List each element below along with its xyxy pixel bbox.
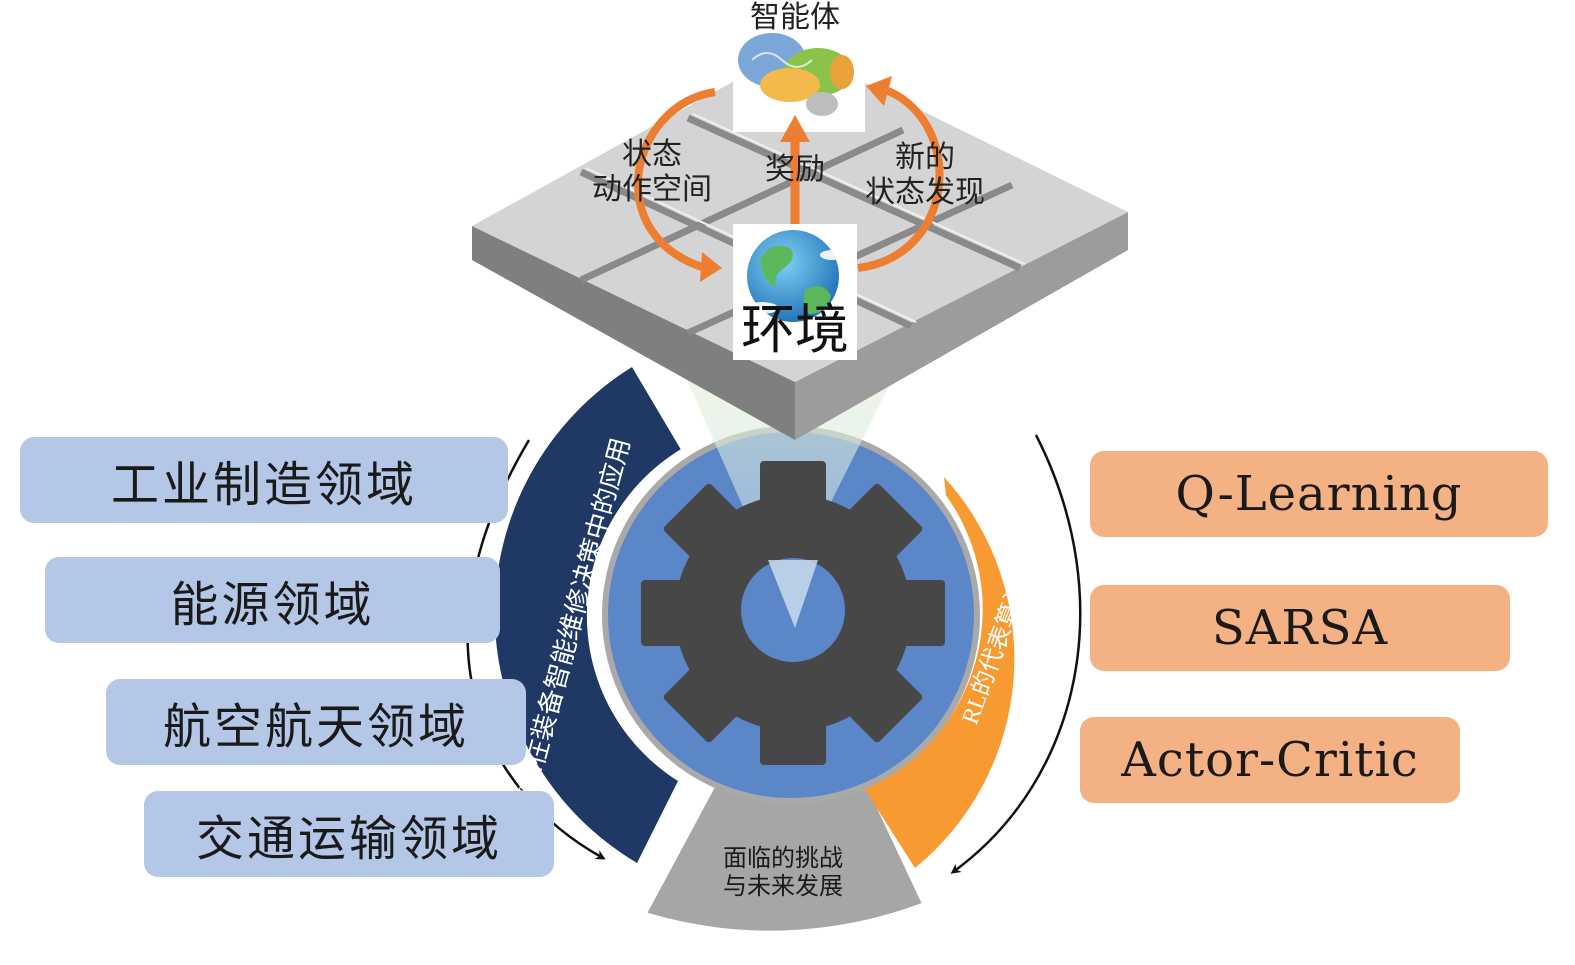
gear-icon [641,461,945,765]
application-item-transportation: 交通运输领域 [144,791,554,877]
agent-label: 智能体 [750,0,840,35]
algorithm-item-actor-critic: Actor-Critic [1080,717,1460,803]
state-action-label: 状态 动作空间 [592,137,712,208]
new-state-label: 新的 状态发现 [865,140,985,211]
orange-loop-arrows [634,76,944,282]
application-item-aerospace: 航空航天领域 [106,679,526,765]
gray-bottom-sector [647,787,922,931]
reward-label: 奖励 [765,152,825,187]
challenges-label: 面临的挑战 与未来发展 [723,844,843,901]
earth-globe-icon [733,224,857,360]
application-item-energy: 能源领域 [45,557,500,643]
right-curved-arrow [950,434,1082,874]
algorithm-item-q-learning: Q-Learning [1090,451,1548,537]
application-item-industrial: 工业制造领域 [20,437,508,523]
orange-right-arc [864,477,1015,868]
algorithm-item-sarsa: SARSA [1090,585,1510,671]
navy-left-arc [494,367,681,863]
brain-icon [733,28,865,132]
environment-label: 环境 [741,298,849,361]
